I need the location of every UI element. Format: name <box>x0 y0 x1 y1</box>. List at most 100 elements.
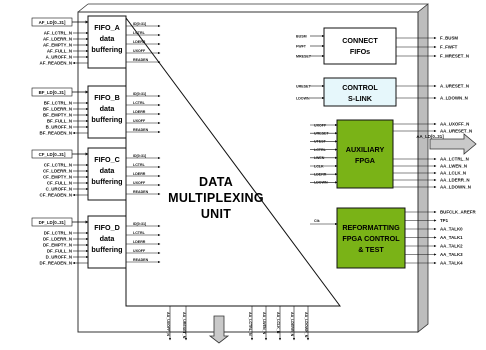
fifo-c-group: FIFO_CdatabufferingCF_LD[0..31]CF_LCTRL_… <box>31 147 161 201</box>
fifo-line2: data <box>100 34 116 43</box>
fifo-signal-label: AF_LDERR_N <box>43 37 72 42</box>
connect-output-label: F_BUSM <box>440 36 458 41</box>
bottom-signal-label: AA_UXOFF_N <box>166 312 170 336</box>
control-label-1: CONTROL <box>342 83 378 92</box>
control-label-2: S-LINK <box>348 94 373 103</box>
fifo-signal-label: BF_LDERR_N <box>43 107 72 112</box>
fifo-out-label: UXOFF <box>133 49 146 53</box>
reformat-output-label: AA_TALK2 <box>440 244 463 249</box>
connect-label-1: CONNECT <box>342 36 378 45</box>
fifo-out-label: READEN <box>133 128 149 132</box>
aux-output-label: AA_URESET_N <box>440 129 472 134</box>
fifo-d-block <box>87 215 127 269</box>
control-input-label: URESET <box>296 85 311 89</box>
fifo-signal-label: C_UROFF_N <box>46 187 72 192</box>
fifo-out-label: READEN <box>133 190 149 194</box>
bottom-signal-label: AA_LWEN_N <box>262 312 266 335</box>
fifo-title: FIFO_C <box>94 155 120 164</box>
bottom-signal-label: AA_LDERR_N <box>290 312 294 337</box>
fifo-out-label: UXOFF <box>133 119 146 123</box>
aa-ld-bus-arrow <box>429 133 477 155</box>
bottom-signal-label: AA_LCLK_N <box>276 312 280 334</box>
reformat-label-2: FPGA CONTROL <box>342 234 400 243</box>
reformat-output-label: AA_TALK4 <box>440 261 463 266</box>
reformat-output-label: BUFCLK_AREFR <box>440 210 476 215</box>
fifo-signal-label: CF_FULL_N <box>47 181 72 186</box>
reformat-label-3: & TEST <box>358 245 384 254</box>
fifo-line2: data <box>100 234 116 243</box>
fifo-bus-label: CF_LD[0..31] <box>39 152 66 157</box>
fifo-out-label: READEN <box>133 58 149 62</box>
fifo-title: FIFO_D <box>94 223 120 232</box>
fifo-out-label: LCTRL <box>133 163 146 167</box>
fifo-line2: data <box>100 104 116 113</box>
fifo-bus-label: AF_LD[0..31] <box>39 20 66 25</box>
fifo-signal-label: CF_LDERR_N <box>43 169 72 174</box>
connect-fifos-block <box>323 27 397 65</box>
aux-label-2: FPGA <box>355 156 375 165</box>
mux-label-2: MULTIPLEXING <box>168 191 264 205</box>
mux-label-1: DATA <box>199 175 233 189</box>
bottom-signal-label: AA_LDOWN_N <box>304 312 308 338</box>
fifo-out-label: LDERR <box>133 40 146 44</box>
fifo-out-label: UXOFF <box>133 181 146 185</box>
reformat-output-label: AA_TALK3 <box>440 252 463 257</box>
fifo-out-label: LDERR <box>133 110 146 114</box>
fifo-out-label: ID[0:31] <box>133 222 146 226</box>
fifo-signal-label: BF_FULL_N <box>47 119 72 124</box>
fifo-out-label: LDERR <box>133 240 146 244</box>
aux-output-label: AA_LDERR_N <box>440 178 470 183</box>
fifo-signal-label: DF_LCTRL_N <box>44 231 72 236</box>
connect-input-label: MRESET <box>296 55 312 59</box>
fifo-out-label: UXOFF <box>133 249 146 253</box>
fifo-bus-label: DF_LD[0..31] <box>39 220 66 225</box>
aux-output-label: AA_LCTRL_N <box>440 157 469 162</box>
fifo-signal-label: DF_LDERR_N <box>43 237 72 242</box>
fifo-bus-label: BF_LD[0..31] <box>39 90 66 95</box>
aux-bus-label: AA_LD[0..31] <box>416 134 444 139</box>
fifo-signal-label: AF_LCTRL_N <box>44 31 72 36</box>
auxiliary-fpga-block <box>336 119 394 189</box>
fifo-out-label: LCTRL <box>133 101 146 105</box>
bottom-bus-arrow <box>208 315 230 344</box>
fifo-title: FIFO_A <box>94 23 120 32</box>
fifo-out-label: LCTRL <box>133 231 146 235</box>
fifo-signal-label: CF_LCTRL_N <box>44 163 72 168</box>
fifo-signal-label: AF_FULL_N <box>47 49 72 54</box>
fifo-signal-label: CF_EMPTY_N <box>43 175 72 180</box>
control-output-label: A_LDOWN_N <box>440 96 468 101</box>
connect-label-2: FIFOs <box>350 47 370 56</box>
aux-output-label: AA_LCLK_N <box>440 171 466 176</box>
fifo-out-label: READEN <box>133 258 149 262</box>
fifo-signal-label: AF_READEN_N <box>40 61 72 66</box>
connect-input-label: BUSM <box>296 35 307 39</box>
fifo-out-label: ID[0:31] <box>133 154 146 158</box>
aux-output-label: AA_LDOWN_N <box>440 185 471 190</box>
fifo-out-label: ID[0:31] <box>133 22 146 26</box>
aux-output-label: AA_UXOFF_N <box>440 122 469 127</box>
control-input-label: LDOWN <box>296 97 310 101</box>
bottom-signal-label: AA_URESET_N <box>182 312 186 339</box>
fifo-line3: buffering <box>91 245 122 254</box>
fifo-signal-label: BF_LCTRL_N <box>44 101 72 106</box>
right-signal-layer: BUSMFWFTMRESETF_BUSMF_FWFTF_MRESET_NURES… <box>296 35 476 266</box>
connect-output-label: F_MRESET_N <box>440 54 469 59</box>
fifo-line2: data <box>100 166 116 175</box>
fifo-line3: buffering <box>91 45 122 54</box>
fifo-out-label: LCTRL <box>133 31 146 35</box>
fifo-signal-label: B_UROFF_N <box>46 125 72 130</box>
reformat-output-label: TP1 <box>440 218 449 223</box>
fifo-c-block <box>87 147 127 201</box>
fifo-signal-label: DF_READEN_N <box>40 261 72 266</box>
fifo-out-label: ID[0:31] <box>133 92 146 96</box>
fifo-b-block <box>87 85 127 139</box>
fifo-signal-label: BF_EMPTY_N <box>43 113 72 118</box>
fifo-signal-label: D_UROFF_N <box>46 255 72 260</box>
fifo-signal-label: AF_EMPTY_N <box>43 43 72 48</box>
fifo-signal-label: DF_FULL_N <box>47 249 72 254</box>
